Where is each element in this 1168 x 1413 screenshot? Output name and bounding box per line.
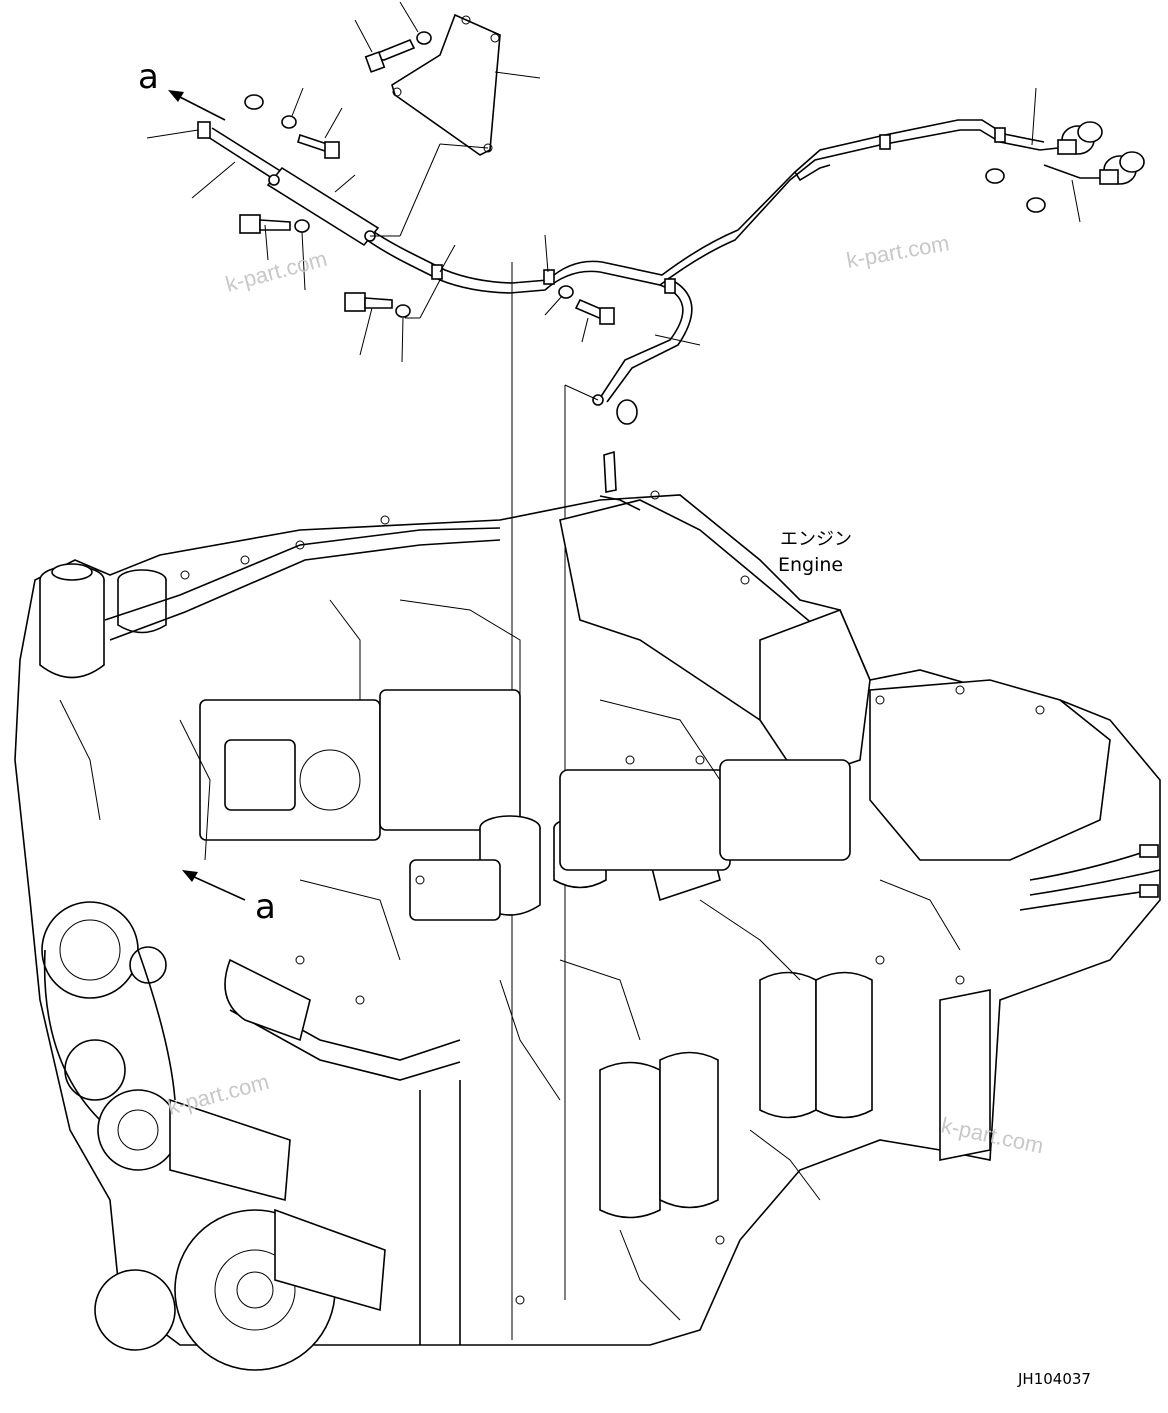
drawing-code: JH104037 — [1017, 1370, 1091, 1388]
pipe-assembly — [197, 119, 1145, 425]
callout-arrow-engine — [182, 870, 246, 901]
watermark: k-part.com — [165, 1069, 272, 1120]
callout-label-top: a — [138, 57, 159, 97]
fasteners — [239, 31, 615, 325]
watermark: k-part.com — [223, 246, 330, 297]
engine-label-jp: エンジン — [780, 529, 852, 550]
watermark: k-part.com — [845, 230, 952, 273]
engine-label-en: Engine — [778, 554, 843, 576]
valve-right-lower — [1099, 151, 1145, 185]
callout-arrow-top — [168, 90, 226, 121]
valve-right-upper — [1057, 121, 1103, 155]
fuel-filters — [599, 971, 873, 1219]
engine-drawing — [14, 450, 1161, 1371]
callout-label-engine: a — [255, 887, 276, 927]
top-filters — [39, 563, 167, 679]
front-pulleys — [41, 901, 179, 1171]
bracket-plate — [391, 13, 501, 156]
